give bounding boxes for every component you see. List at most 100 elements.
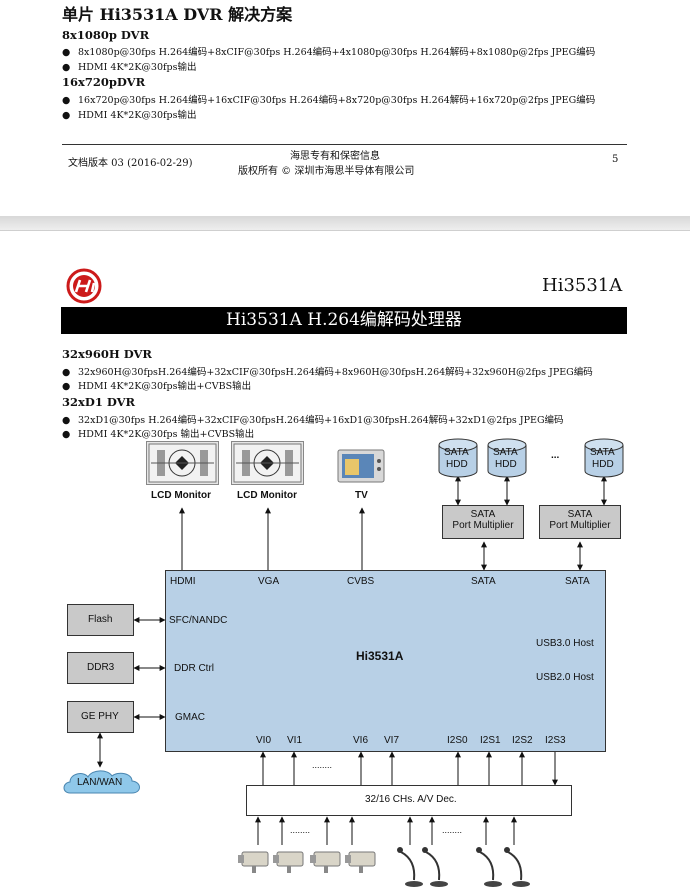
camera-icon — [310, 851, 341, 873]
tv-image — [337, 449, 385, 485]
ddr3-box: DDR3 — [67, 652, 134, 684]
sata-hdd: SATA HDD — [438, 438, 478, 478]
footer-doc-version: 文档版本 03 (2016-02-29) — [68, 158, 193, 169]
mux-label-line1: SATA — [470, 509, 496, 520]
port-vi1: VI1 — [287, 735, 303, 746]
hdd-cylinder-icon — [438, 438, 478, 478]
port-i2s2: I2S2 — [512, 735, 533, 746]
mux-label-line2: Port Multiplier — [549, 520, 611, 531]
bullet-text: 32x960H@30fpsH.264编码+32xCIF@30fpsH.264编码… — [78, 367, 593, 378]
port-gmac: GMAC — [175, 712, 205, 723]
lcd-monitor-image — [231, 441, 304, 485]
hdd-cylinder-icon — [584, 438, 624, 478]
vi-dots: ........ — [312, 760, 333, 770]
lcd-monitor-label-2: LCD Monitor — [237, 490, 297, 501]
lcd-monitor-label-1: LCD Monitor — [151, 490, 211, 501]
port-ddr-ctrl: DDR Ctrl — [174, 663, 214, 674]
page-edge — [0, 230, 690, 231]
footer-page-number: 5 — [612, 154, 619, 165]
list-item: ●HDMI 4K*2K@30fps输出 — [62, 59, 197, 73]
hdd-label-line1: SATA — [444, 447, 469, 458]
sata-port-multiplier: SATA Port Multiplier — [539, 505, 621, 539]
bullet-glyph: ● — [62, 415, 71, 426]
test-pattern-icon — [233, 443, 302, 483]
lan-wan-label: LAN/WAN — [77, 777, 123, 788]
list-item: ● 32x960H@30fpsH.264编码+32xCIF@30fpsH.264编… — [62, 364, 593, 378]
ge-phy-box: GE PHY — [67, 701, 134, 733]
bullet-glyph: ● — [62, 381, 71, 392]
cloud-icon — [63, 770, 140, 794]
sata-hdd: SATA HDD — [584, 438, 624, 478]
sata-port-multiplier: SATA Port Multiplier — [442, 505, 524, 539]
mux-label-line1: SATA — [567, 509, 593, 520]
list-item: ● HDMI 4K*2K@30fps输出+CVBS输出 — [62, 378, 251, 392]
bullet-text: HDMI 4K*2K@30fps 输出+CVBS输出 — [78, 429, 255, 440]
port-sata-1: SATA — [471, 576, 496, 587]
title-banner: Hi3531A H.264编解码处理器 — [61, 307, 627, 334]
banner-title: Hi3531A H.264编解码处理器 — [226, 310, 462, 330]
port-i2s0: I2S0 — [447, 735, 468, 746]
input-dots-left: ........ — [290, 825, 311, 835]
footer-rule — [62, 144, 627, 145]
microphone-icon — [476, 847, 502, 887]
list-item: ● HDMI 4K*2K@30fps 输出+CVBS输出 — [62, 426, 254, 440]
port-vi0: VI0 — [256, 735, 272, 746]
microphone-icon — [422, 847, 448, 887]
port-cvbs: CVBS — [347, 576, 375, 587]
chip-name: Hi3531A — [356, 649, 404, 663]
port-hdmi: HDMI — [170, 576, 196, 587]
page-gap — [0, 216, 690, 230]
port-vi7: VI7 — [384, 735, 400, 746]
hisilicon-logo — [66, 268, 102, 304]
bullet-glyph: ● — [62, 429, 71, 440]
header-chip-name: Hi3531A — [542, 275, 623, 296]
hdd-label-line2: HDD — [446, 459, 468, 470]
microphone-icon — [397, 847, 423, 887]
sata-hdd: SATA HDD — [487, 438, 527, 478]
flash-label: Flash — [88, 614, 113, 625]
bullet-text: 32xD1@30fps H.264编码+32xCIF@30fpsH.264编码+… — [78, 415, 564, 426]
page2-section1-heading: 32x960H DVR — [62, 347, 152, 361]
bullet-text: 16x720p@30fps H.264编码+16xCIF@30fps H.264… — [78, 95, 596, 106]
list-item: ● 8x1080p@30fps H.264编码+8xCIF@30fps H.264… — [62, 44, 595, 58]
port-sata-2: SATA — [565, 576, 590, 587]
bullet-glyph: ● — [62, 47, 71, 58]
bullet-glyph: ● — [62, 367, 71, 378]
bullet-glyph: ● — [62, 95, 71, 106]
camera-icon — [238, 851, 269, 873]
hdd-cylinder-icon — [487, 438, 527, 478]
test-pattern-icon — [148, 443, 217, 483]
bullet-text: HDMI 4K*2K@30fps输出 — [78, 110, 197, 121]
camera-icon — [345, 851, 376, 873]
bullet-glyph: ● — [62, 62, 71, 73]
hdd-label-line1: SATA — [493, 447, 518, 458]
ddr3-label: DDR3 — [87, 662, 115, 673]
list-item: ● 16x720p@30fps H.264编码+16xCIF@30fps H.26… — [62, 92, 595, 106]
port-sfc-nandc: SFC/NANDC — [169, 615, 228, 626]
lcd-monitor-image — [146, 441, 219, 485]
list-item: ● 32xD1@30fps H.264编码+32xCIF@30fpsH.264编码… — [62, 412, 564, 426]
hdd-label-line1: SATA — [590, 447, 615, 458]
footer-confidential: 海思专有和保密信息 — [290, 151, 380, 162]
hdd-label-line2: HDD — [592, 459, 614, 470]
port-vi6: VI6 — [353, 735, 369, 746]
flash-box: Flash — [67, 604, 134, 636]
port-usb3: USB3.0 Host — [536, 638, 594, 649]
tv-icon — [337, 449, 385, 483]
footer-copyright: 版权所有 © 深圳市海思半导体有限公司 — [238, 166, 415, 177]
hi3531a-chip: Hi3531A HDMI VGA CVBS SATA SATA SFC/NAND… — [165, 570, 606, 752]
bullet-text: 8x1080p@30fps H.264编码+8xCIF@30fps H.264编… — [78, 47, 596, 58]
bullet-text: HDMI 4K*2K@30fps输出+CVBS输出 — [78, 381, 252, 392]
page1-section1-heading: 8x1080p DVR — [62, 28, 150, 42]
list-item: ●HDMI 4K*2K@30fps输出 — [62, 107, 197, 121]
input-dots-right: ........ — [442, 825, 463, 835]
port-usb2: USB2.0 Host — [536, 672, 594, 683]
ge-phy-label: GE PHY — [81, 711, 119, 722]
hdd-ellipsis: ... — [551, 450, 560, 461]
page1-section2-heading: 16x720pDVR — [62, 75, 146, 89]
port-i2s1: I2S1 — [480, 735, 501, 746]
av-decoder-box: 32/16 CHs. A/V Dec. — [246, 785, 572, 816]
page2-section2-heading: 32xD1 DVR — [62, 395, 136, 409]
lan-wan-cloud: LAN/WAN — [60, 767, 144, 799]
